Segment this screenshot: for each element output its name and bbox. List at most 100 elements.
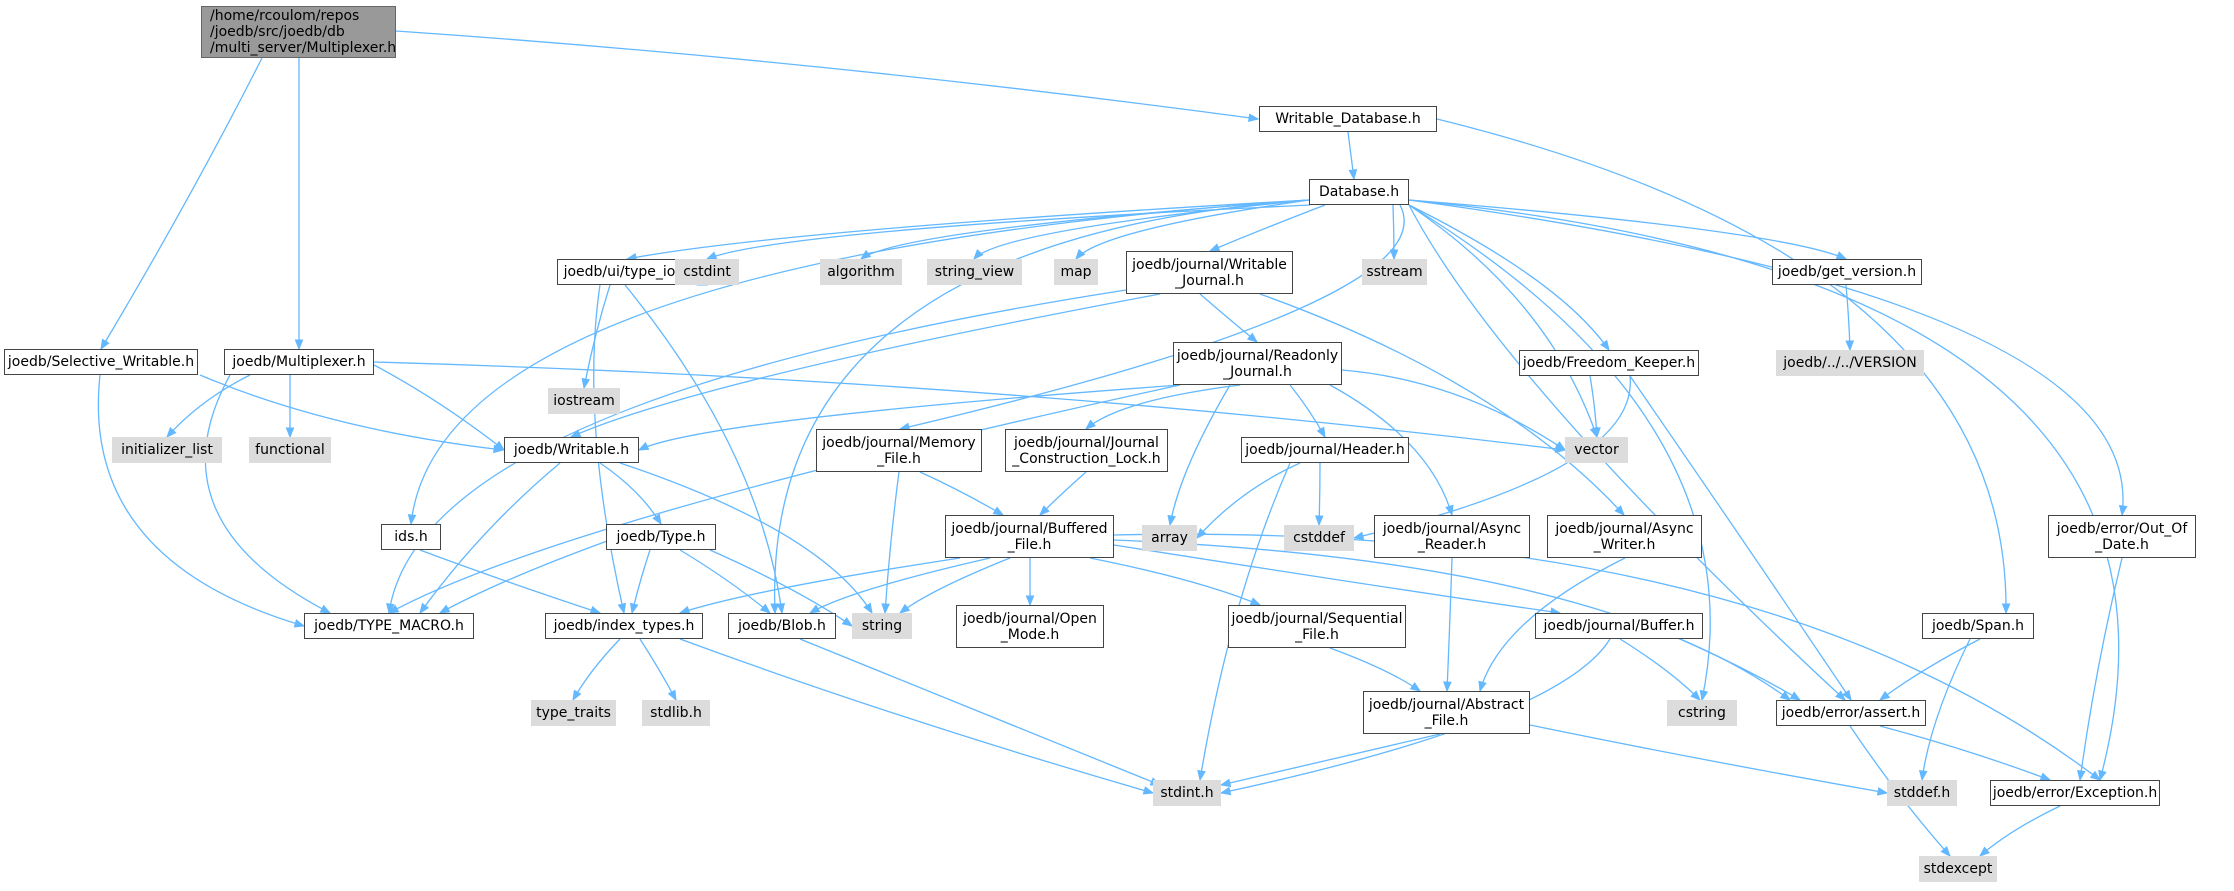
node-functional[interactable]: functional [249,437,331,463]
dependency-edge [100,57,263,350]
dependency-arrowhead [1699,689,1709,702]
node-initializer-list[interactable]: initializer_list [112,437,222,463]
node-header[interactable]: joedb/journal/Header.h [1241,437,1409,463]
dependency-arrowhead [1478,680,1487,693]
node-cstdint[interactable]: cstdint [675,259,739,285]
dependency-arrowhead [581,377,591,390]
dependency-arrowhead [1249,597,1262,606]
node-stddef[interactable]: stddef.h [1887,780,1957,806]
dependency-edge [419,462,561,614]
node-string-view[interactable]: string_view [927,259,1022,285]
node-memory-file[interactable]: joedb/journal/Memory _File.h [816,429,982,472]
node-type-macro[interactable]: joedb/TYPE_MACRO.h [304,613,474,639]
node-async-writer[interactable]: joedb/journal/Async _Writer.h [1547,515,1702,558]
dependency-edge [1979,805,2061,857]
dependency-arrowhead [2098,769,2107,782]
dependency-arrowhead [1314,515,1324,527]
node-buffered-file[interactable]: joedb/journal/Buffered _File.h [945,515,1114,558]
dependency-edge [1529,724,1888,794]
dependency-arrowhead [1208,243,1221,252]
node-stdexcept[interactable]: stdexcept [1919,856,1997,882]
node-algorithm[interactable]: algorithm [820,259,902,285]
dependency-edge [1629,375,1852,701]
node-selective-writable[interactable]: joedb/Selective_Writable.h [4,349,198,375]
dependency-edge [1408,199,1847,260]
node-map[interactable]: map [1054,259,1098,285]
node-cstring[interactable]: cstring [1667,700,1737,726]
node-exception[interactable]: joedb/error/Exception.h [1990,780,2160,806]
dependency-arrowhead [992,506,1005,516]
node-journal-construction-lock[interactable]: joedb/journal/Journal _Construction_Lock… [1005,429,1168,472]
node-sstream[interactable]: sstream [1362,259,1427,285]
dependency-edge [1446,557,1453,692]
dependency-edge [388,384,1181,614]
node-string[interactable]: string [852,613,912,639]
dependency-arrowhead [438,604,451,614]
dependency-arrowhead [1940,846,1951,858]
dependency-arrowhead [293,619,306,628]
dependency-arrowhead [407,514,417,526]
node-async-reader[interactable]: joedb/journal/Async _Reader.h [1374,515,1530,558]
dependency-edge [1209,204,1326,252]
dependency-edge [570,293,1161,438]
dependency-edge [439,539,611,614]
node-type[interactable]: joedb/Type.h [606,524,716,550]
node-stdlib[interactable]: stdlib.h [642,700,710,726]
dependency-edge [1408,199,2120,781]
dependency-arrowhead [387,604,400,614]
node-writable-journal[interactable]: joedb/journal/Writable _Journal.h [1126,251,1293,294]
dependency-arrowhead [386,602,395,615]
node-multiplexer[interactable]: joedb/Multiplexer.h [224,349,374,375]
dependency-arrowhead [1025,595,1035,607]
node-writable[interactable]: joedb/Writable.h [504,437,639,463]
dependency-arrowhead [652,513,662,526]
dependency-arrowhead [1409,681,1422,692]
dependency-arrowhead [319,604,332,614]
node-buffer[interactable]: joedb/journal/Buffer.h [1535,613,1703,639]
dependency-edge [1085,384,1241,430]
dependency-arrowhead [1246,332,1259,343]
node-freedom-keeper[interactable]: joedb/Freedom_Keeper.h [1519,350,1699,376]
node-readonly-journal[interactable]: joedb/journal/Readonly _Journal.h [1173,342,1342,385]
node-index-types[interactable]: joedb/index_types.h [545,613,703,639]
dependency-arrowhead [572,689,582,702]
node-sequential-file[interactable]: joedb/journal/Sequential _File.h [1228,605,1406,648]
node-cstddef[interactable]: cstddef [1284,525,1354,551]
dependency-edge [799,638,1161,786]
dependency-arrowhead [1219,786,1232,796]
node-open-mode[interactable]: joedb/journal/Open _Mode.h [956,605,1104,648]
node-version[interactable]: joedb/../../VERSION [1776,350,1924,376]
node-vector[interactable]: vector [1565,437,1628,463]
dependency-arrowhead [2118,505,2128,517]
dependency-edge [919,471,1004,516]
node-ids[interactable]: ids.h [381,524,441,550]
node-root-multiplexer[interactable]: /home/rcoulom/repos /joedb/src/joedb/db … [201,6,396,58]
node-abstract-file[interactable]: joedb/journal/Abstract _File.h [1363,691,1530,734]
node-assert[interactable]: joedb/error/assert.h [1776,700,1926,726]
node-type-io[interactable]: joedb/ui/type_io.h [557,259,695,285]
node-array[interactable]: array [1142,525,1197,551]
node-blob[interactable]: joedb/Blob.h [728,613,836,639]
node-database[interactable]: Database.h [1309,179,1409,205]
dependency-arrowhead [100,338,110,351]
dependency-edge [1921,638,1971,781]
dependency-edge [1408,204,1711,701]
dependency-edge [809,557,991,614]
dependency-edge [1169,384,1231,526]
node-writable-database[interactable]: Writable_Database.h [1259,106,1437,132]
dependency-edge [619,462,873,614]
dependency-edge [1329,384,1453,516]
node-stdint[interactable]: stdint.h [1153,780,1221,806]
dependency-arrowhead [841,617,854,627]
node-iostream[interactable]: iostream [548,388,620,414]
dependency-edge [1113,544,1561,614]
node-out-of-date[interactable]: joedb/error/Out_Of _Date.h [2048,515,2196,558]
node-span[interactable]: joedb/Span.h [1922,613,2034,639]
node-type-traits[interactable]: type_traits [531,700,616,726]
dependency-edge [624,284,783,614]
dependency-edge [1259,293,1625,516]
dependency-arrowhead [1690,690,1701,701]
node-get-version[interactable]: joedb/get_version.h [1772,259,1922,285]
